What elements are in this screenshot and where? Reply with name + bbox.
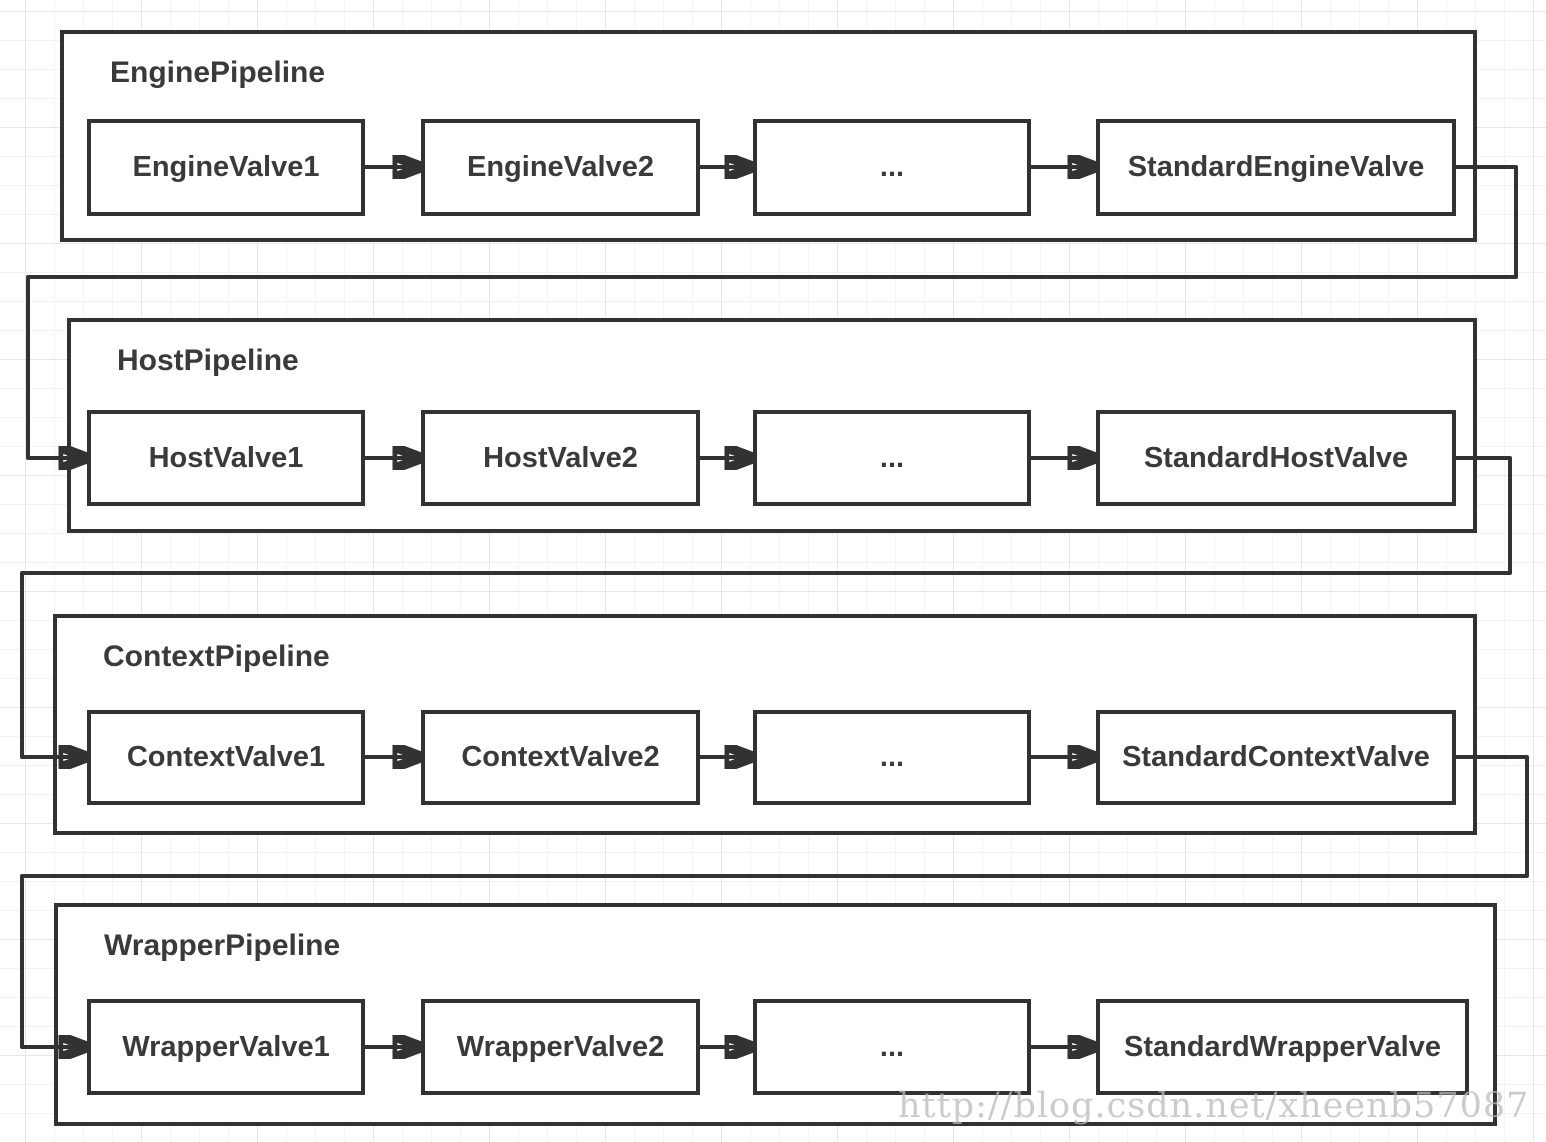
valve-box: HostValve1 — [87, 410, 365, 506]
valve-box: EngineValve2 — [421, 119, 700, 216]
pipeline-title: EnginePipeline — [110, 56, 326, 89]
valve-box: HostValve2 — [421, 410, 700, 506]
watermark: http://blog.csdn.net/xheenb57087 — [898, 1086, 1530, 1126]
pipeline-title: WrapperPipeline — [104, 929, 341, 962]
valve-box: StandardContextValve — [1096, 710, 1456, 805]
pipeline-host: HostPipeline HostValve1 HostValve2 ... S… — [67, 318, 1477, 533]
valve-box: ContextValve2 — [421, 710, 700, 805]
pipeline-title: HostPipeline — [117, 344, 299, 377]
pipeline-title: ContextPipeline — [103, 640, 330, 673]
valve-box: ContextValve1 — [87, 710, 365, 805]
valve-box: StandardHostValve — [1096, 410, 1456, 506]
pipeline-context: ContextPipeline ContextValve1 ContextVal… — [53, 614, 1477, 835]
valve-box-ellipsis: ... — [753, 119, 1031, 216]
valve-box: EngineValve1 — [87, 119, 365, 216]
valve-box-ellipsis: ... — [753, 410, 1031, 506]
valve-box: WrapperValve2 — [421, 999, 700, 1095]
pipeline-engine: EnginePipeline EngineValve1 EngineValve2… — [60, 30, 1477, 242]
valve-box: StandardWrapperValve — [1096, 999, 1469, 1095]
valve-box: StandardEngineValve — [1096, 119, 1456, 216]
valve-box-ellipsis: ... — [753, 710, 1031, 805]
valve-box-ellipsis: ... — [753, 999, 1031, 1095]
valve-box: WrapperValve1 — [87, 999, 365, 1095]
